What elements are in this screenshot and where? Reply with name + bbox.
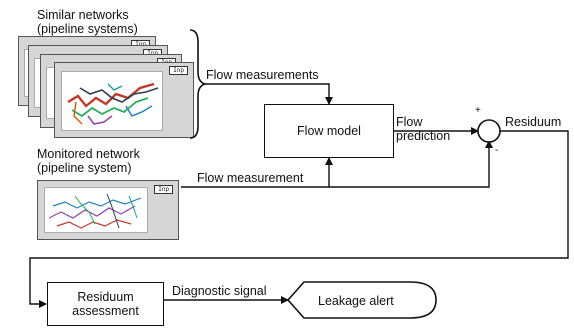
diagnostic-signal-label: Diagnostic signal <box>172 284 267 298</box>
network-map-image <box>44 187 148 233</box>
residuum-label: Residuum <box>505 115 562 129</box>
leakage-alert-label: Leakage alert <box>318 294 394 308</box>
residuum-assessment-box: Residuum assessment <box>47 282 164 326</box>
pipeline-network-graphic <box>67 82 159 125</box>
input-tag: Inp <box>154 185 173 194</box>
plus-sign: + <box>475 105 481 116</box>
similar-networks-label: Similar networks (pipeline systems) <box>37 8 138 36</box>
monitored-network-label: Monitored network (pipeline system) <box>37 147 140 175</box>
leakage-alert-shape <box>286 281 437 319</box>
flow-prediction-label: Flow prediction <box>396 115 451 143</box>
flow-measurements-label: Flow measurements <box>206 68 319 82</box>
flow-measurement-label: Flow measurement <box>197 171 304 185</box>
network-card-4: Inp <box>54 62 194 138</box>
pipeline-network-graphic <box>48 193 142 229</box>
monitored-network-card: Inp <box>37 180 179 240</box>
flow-model-box: Flow model <box>264 104 394 158</box>
input-tag: Inp <box>169 66 188 75</box>
group-brace <box>189 29 208 139</box>
summing-junction <box>477 119 501 143</box>
minus-sign: - <box>495 145 499 156</box>
network-map-image <box>61 71 163 131</box>
